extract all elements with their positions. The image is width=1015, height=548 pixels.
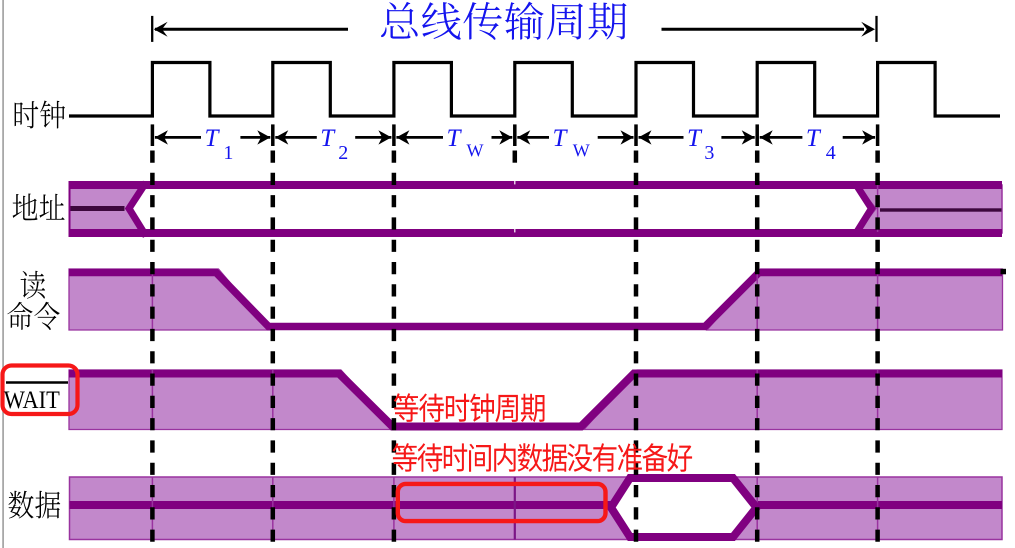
svg-text:WAIT: WAIT — [4, 385, 60, 414]
svg-text:T: T — [687, 125, 703, 152]
svg-text:T: T — [447, 125, 463, 152]
svg-text:T: T — [205, 125, 221, 152]
svg-text:W: W — [573, 141, 590, 161]
svg-text:T: T — [553, 125, 569, 152]
svg-text:3: 3 — [704, 142, 714, 164]
svg-text:T: T — [320, 125, 336, 152]
svg-text:T: T — [806, 125, 822, 152]
svg-text:2: 2 — [338, 142, 348, 164]
svg-text:1: 1 — [223, 142, 233, 164]
svg-text:4: 4 — [826, 142, 836, 164]
svg-text:W: W — [467, 141, 484, 161]
